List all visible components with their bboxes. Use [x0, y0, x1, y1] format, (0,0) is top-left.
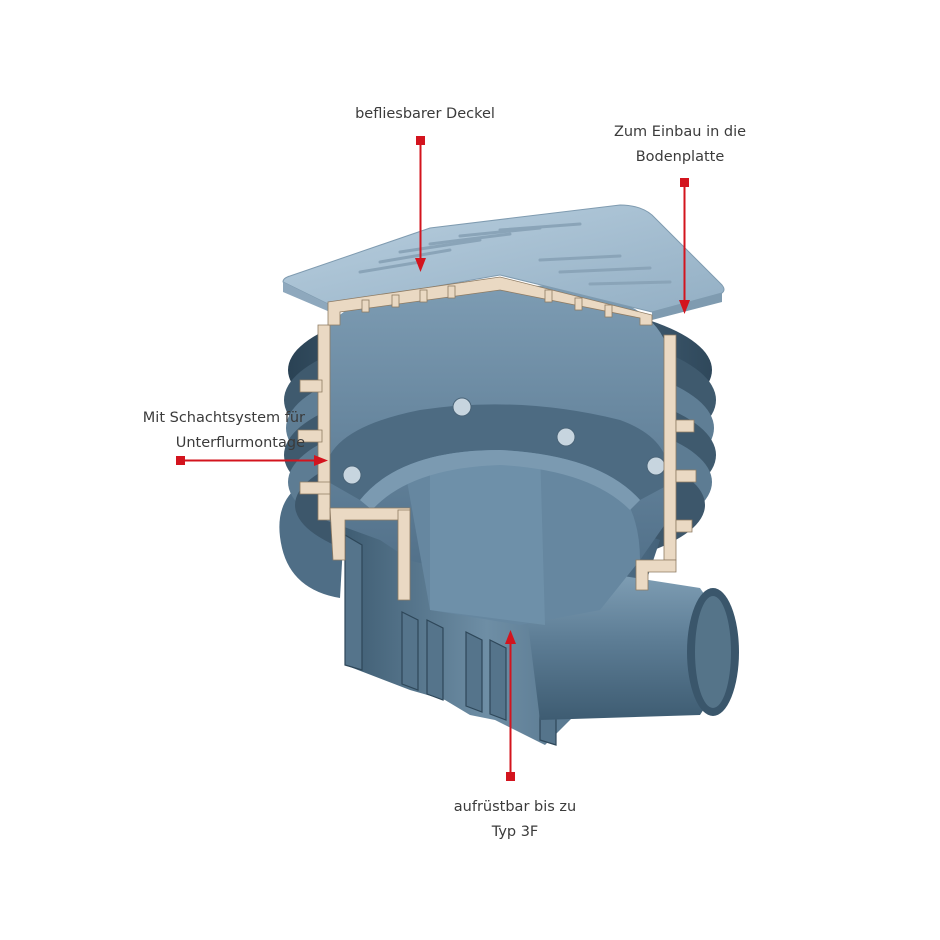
seat-ring — [324, 404, 669, 510]
callout-installation — [679, 178, 690, 314]
callout-cover — [415, 136, 426, 272]
housing-ribs — [344, 533, 557, 746]
callout-text: befliesbarer Deckel — [355, 106, 495, 122]
bolt-heads — [342, 397, 666, 485]
drain-body — [279, 204, 739, 746]
callout-text: Mit Schachtsystem für — [142, 410, 305, 426]
callout-marker — [506, 772, 515, 781]
arrowhead-icon — [505, 630, 516, 644]
callout-text: aufrüstbar bis zu — [453, 799, 577, 815]
callout-text: Bodenplatte — [635, 149, 725, 165]
callout-shaft-system — [176, 455, 328, 466]
callout-upgrade — [505, 630, 516, 781]
callout-label-installation: Zum Einbau in die Bodenplatte — [590, 120, 770, 170]
arrowhead-icon — [679, 300, 690, 314]
arrowhead-icon — [314, 455, 328, 466]
callout-label-cover: befliesbarer Deckel — [340, 102, 510, 127]
callout-label-shaft-system: Mit Schachtsystem für Unterflurmontage — [95, 406, 305, 456]
tileable-cover — [282, 204, 725, 326]
cover-grooves — [358, 222, 672, 286]
callout-text: Unterflurmontage — [175, 435, 305, 451]
callout-text: Zum Einbau in die — [613, 124, 747, 140]
arrowhead-icon — [415, 258, 426, 272]
section-cut-profile — [297, 324, 697, 601]
callout-label-upgrade: aufrüstbar bis zu Typ 3F — [420, 795, 610, 845]
callout-text: Typ 3F — [491, 824, 539, 840]
